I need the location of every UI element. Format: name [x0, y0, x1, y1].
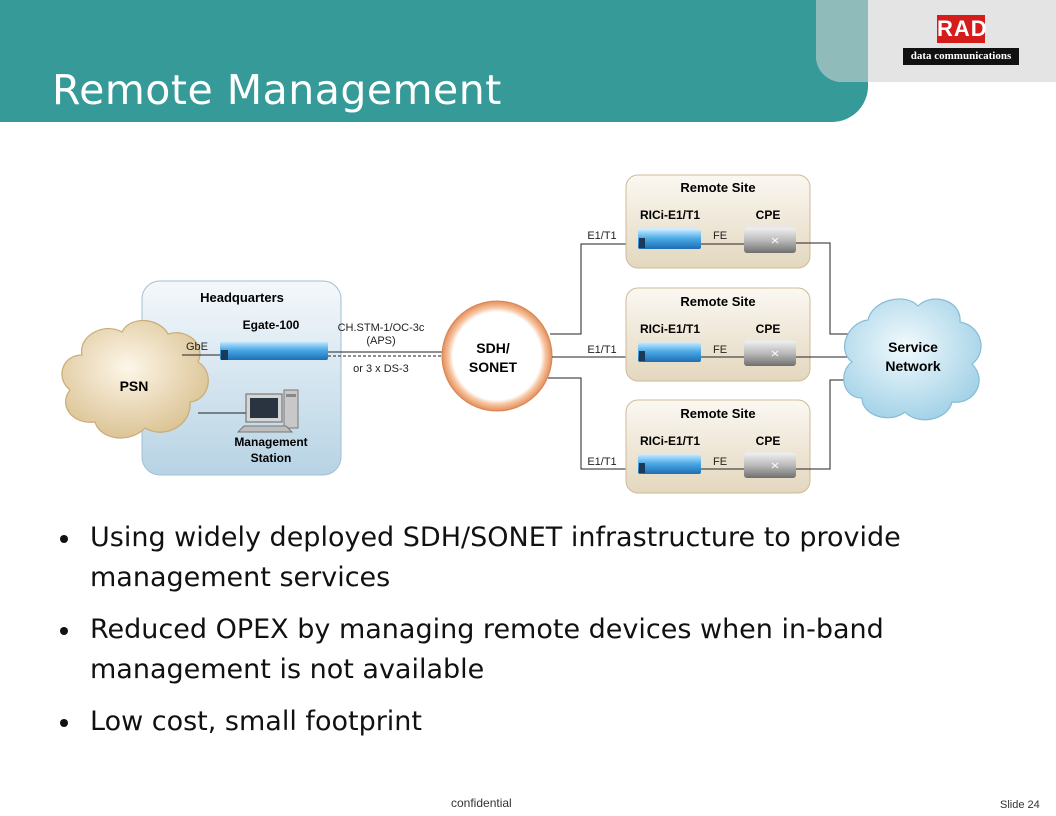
cpe-device — [744, 339, 796, 366]
bullet-item: Using widely deployed SDH/SONET infrastr… — [56, 518, 976, 598]
logo-panel — [816, 0, 1056, 82]
uplink-1 — [550, 243, 638, 335]
slide-number: Slide 24 — [1000, 799, 1040, 811]
rici-label: RICi-E1/T1 — [640, 322, 700, 336]
stm-label: CH.STM-1/OC-3c — [338, 322, 425, 334]
cpe-link — [796, 379, 848, 470]
cpe-label: CPE — [756, 322, 781, 336]
computer-icon — [236, 389, 299, 433]
rad-logo: RAD — [937, 15, 988, 43]
rici-device — [638, 341, 701, 362]
bullet-item: Reduced OPEX by managing remote devices … — [56, 610, 976, 690]
headquarters-label: Headquarters — [200, 290, 284, 305]
e1t1-label: E1/T1 — [587, 230, 616, 242]
sdh-label: SDH/ — [476, 340, 510, 356]
ds3-label: or 3 x DS-3 — [353, 363, 409, 375]
psn-label: PSN — [120, 378, 149, 394]
fe-label: FE — [713, 344, 727, 356]
logo-tagline: data communications — [903, 48, 1019, 65]
rici-device — [638, 453, 701, 474]
cpe-device — [744, 451, 796, 478]
bullet-item: Low cost, small footprint — [56, 702, 976, 742]
sdh-sonet-ring — [441, 300, 553, 412]
header-bar: Remote Management — [0, 0, 868, 122]
remote-site-label: Remote Site — [680, 180, 755, 195]
remote-site-label: Remote Site — [680, 294, 755, 309]
fe-label: FE — [713, 230, 727, 242]
remote-site-label: Remote Site — [680, 406, 755, 421]
e1t1-label: E1/T1 — [587, 456, 616, 468]
aps-label: (APS) — [366, 335, 395, 347]
egate-device — [220, 342, 328, 360]
rici-label: RICi-E1/T1 — [640, 208, 700, 222]
rici-label: RICi-E1/T1 — [640, 434, 700, 448]
e1t1-label: E1/T1 — [587, 344, 616, 356]
network-label: Network — [885, 358, 940, 374]
uplink-3 — [548, 377, 638, 470]
bullet-list: Using widely deployed SDH/SONET infrastr… — [56, 518, 976, 754]
service-label: Service — [888, 339, 938, 355]
psn-cloud — [61, 319, 209, 439]
footer-confidential: confidential — [451, 796, 512, 810]
cpe-label: CPE — [756, 208, 781, 222]
fe-label: FE — [713, 456, 727, 468]
cpe-device — [744, 226, 796, 253]
rici-device — [638, 228, 701, 249]
cpe-link — [796, 242, 848, 335]
service-network-cloud — [843, 298, 982, 421]
cpe-label: CPE — [756, 434, 781, 448]
egate-label: Egate-100 — [243, 318, 300, 332]
slide-title: Remote Management — [52, 66, 502, 114]
gbe-label: GbE — [186, 341, 208, 353]
sonet-label: SONET — [469, 359, 518, 375]
